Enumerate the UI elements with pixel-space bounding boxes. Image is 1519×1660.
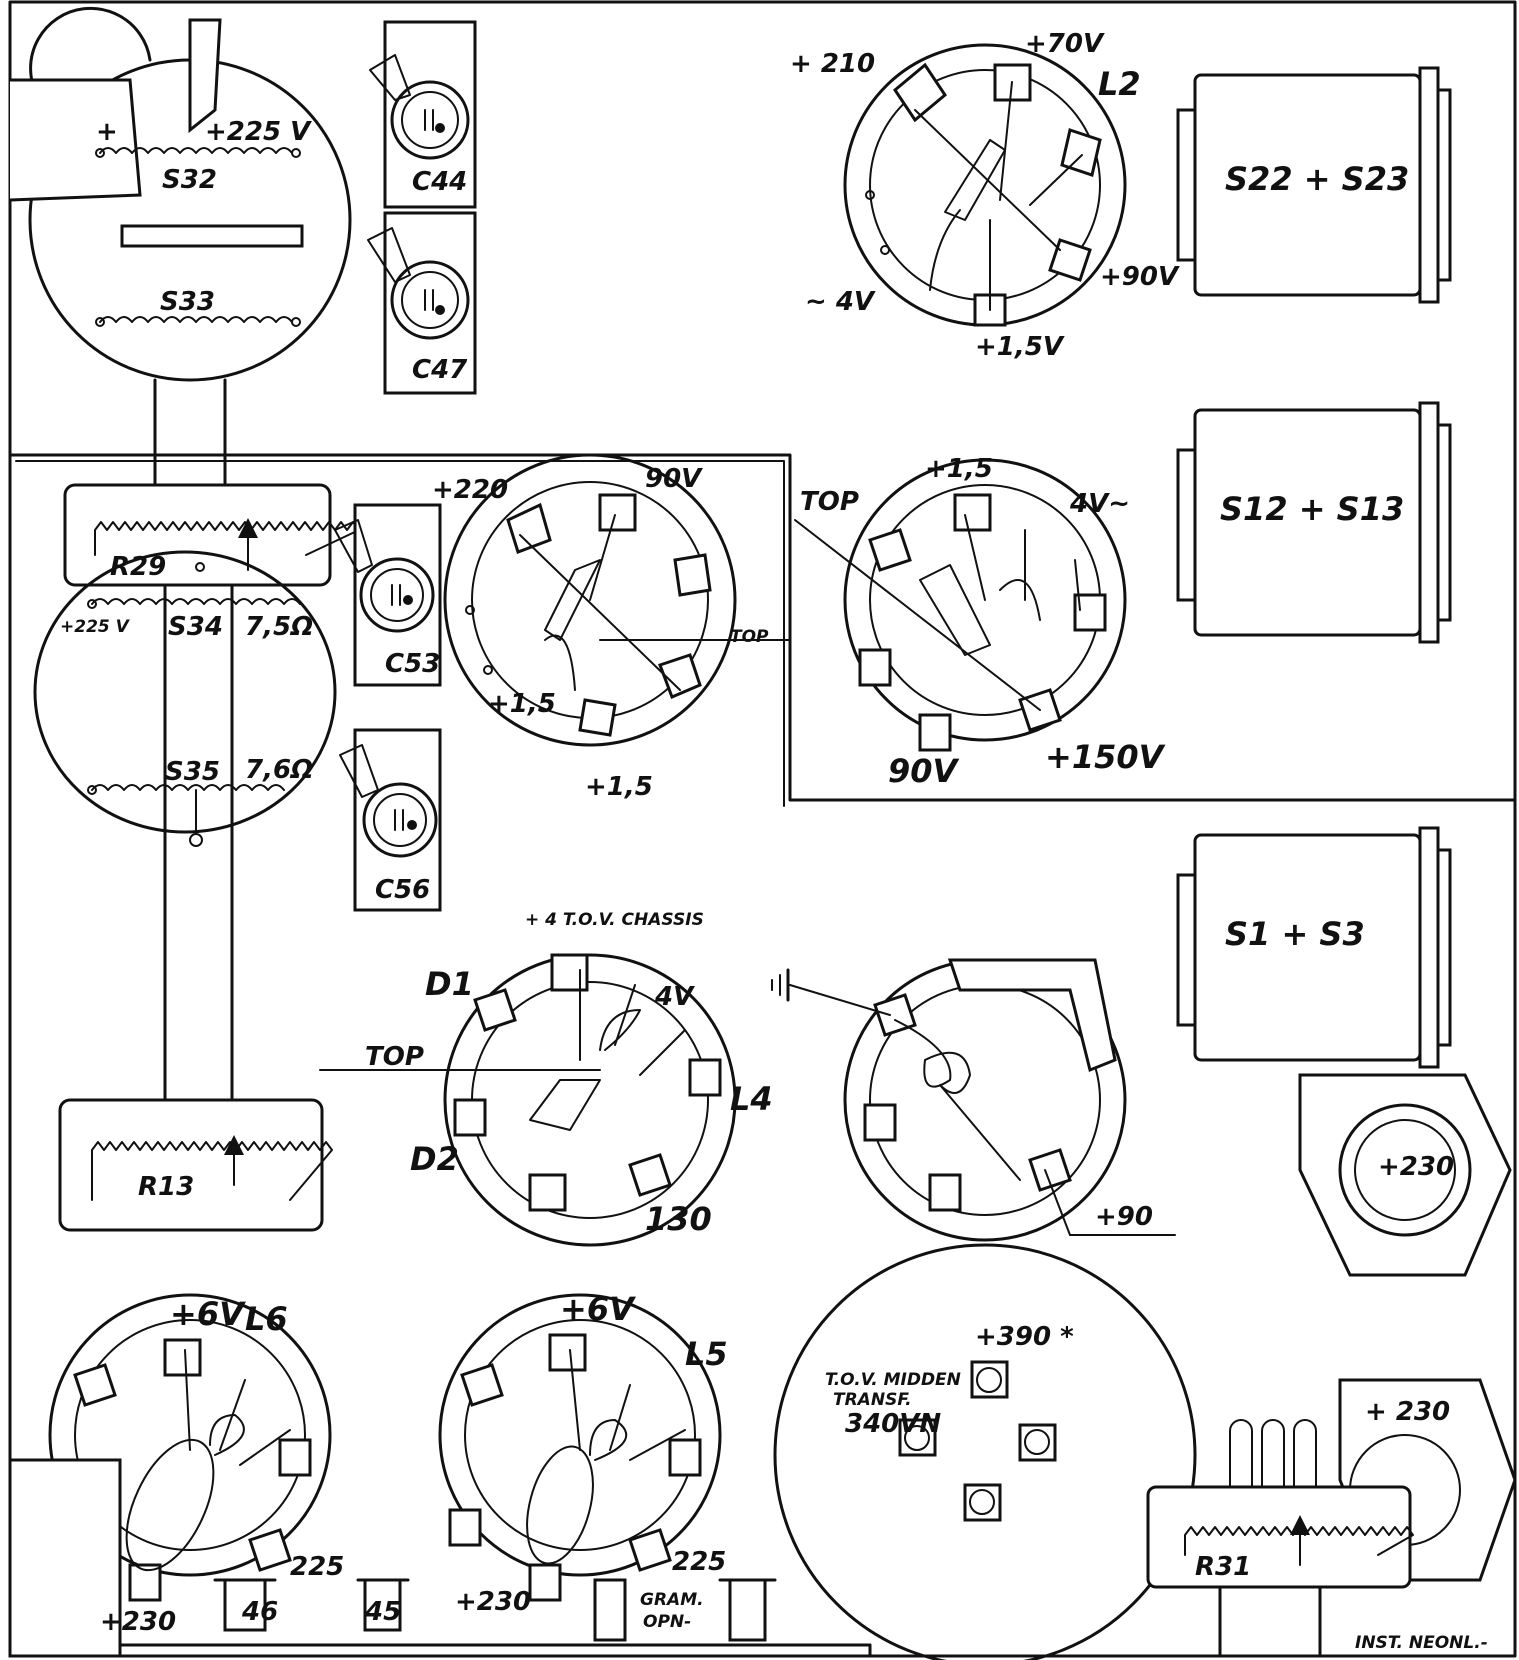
c56-label: C56 — [375, 875, 430, 905]
c53-label: C53 — [385, 649, 440, 679]
potentiometer-r13: R13 — [58, 1098, 333, 1232]
v230-l5-label: +230 — [455, 1587, 531, 1617]
top-mid-label: TOP — [730, 627, 769, 647]
mains-transformer: T.O.V. MIDDEN TRANSF. 340VN +390 * — [773, 1243, 1197, 1660]
top-l4-label: TOP — [365, 1042, 424, 1072]
chassis-label: + 4 T.O.V. CHASSIS — [525, 910, 704, 930]
hex-neon-assembly: + 230 R31 INST. NEONL.- — [1146, 1378, 1517, 1658]
s1-s3-label: S1 + S3 — [1225, 915, 1365, 953]
c47-label: C47 — [412, 355, 468, 385]
connector-46: 46 — [213, 1578, 278, 1632]
tube-socket-l5: +6V L5 225 +230 GRAM. OPN- — [438, 1290, 728, 1632]
v6-l5-label: +6V — [560, 1290, 636, 1328]
v230-l6-label: +230 — [100, 1607, 176, 1637]
v390-label: +390 * — [975, 1322, 1074, 1352]
capacitor-c44: C44 — [369, 20, 477, 209]
v15-right-top-label: +1,5 — [925, 454, 993, 484]
tube-socket-l2: + 210 +70V L2 +90V ~ 4V +1,5V — [790, 29, 1180, 362]
v130-label: 130 — [645, 1200, 712, 1238]
top-right-label: TOP — [800, 487, 859, 517]
capacitor-c56: C56 — [339, 728, 442, 912]
label-45: 45 — [364, 1597, 401, 1627]
opn-label: OPN- — [643, 1612, 691, 1632]
v15-l2-label: +1,5V — [975, 332, 1065, 362]
s34-label: S34 — [168, 612, 223, 642]
v4-l4-label: 4V — [654, 982, 695, 1012]
v4-l2-label: ~ 4V — [805, 287, 876, 317]
v4-right-label: 4V~ — [1069, 489, 1130, 519]
s22-s23-label: S22 + S23 — [1225, 160, 1409, 198]
v90-right-label: 90V — [888, 752, 960, 790]
gram-label: GRAM. — [640, 1590, 704, 1610]
transformer-s32-s33: + S32 +225 V S33 — [9, 6, 352, 492]
s33-label: S33 — [160, 287, 215, 317]
transf-line2-label: TRANSF. — [833, 1390, 912, 1410]
transformer-s34-s35: +225 V S34 7,5Ω S35 7,6Ω — [33, 550, 337, 1112]
bottom-strip — [118, 1578, 872, 1658]
v230-hex-label: +230 — [1378, 1152, 1454, 1182]
s32-label: S32 — [162, 165, 217, 195]
v90-l2-label: +90V — [1100, 262, 1180, 292]
label-46: 46 — [241, 1597, 278, 1627]
v15-mid2-label: +1,5 — [585, 772, 653, 802]
v90-mid-label: 90V — [645, 464, 703, 494]
capacitor-c47: C47 — [367, 211, 477, 395]
d2-label: D2 — [410, 1140, 459, 1178]
v225-top-label: +225 V — [205, 117, 312, 147]
l2-label: L2 — [1098, 65, 1141, 103]
v90-pilot-label: +90 — [1095, 1202, 1153, 1232]
v220-label: +220 — [432, 475, 508, 505]
tube-socket-l6: +6V L6 225 +230 — [8, 1293, 344, 1658]
v150-right-label: +150V — [1045, 738, 1166, 776]
hex-capacitor-230: +230 — [1298, 1073, 1512, 1277]
v70-label: +70V — [1025, 29, 1105, 59]
can-s1-s3: S1 + S3 — [1176, 826, 1452, 1069]
chassis-frame — [8, 0, 1517, 1658]
v210-label: + 210 — [790, 49, 875, 79]
transf-line1-label: T.O.V. MIDDEN — [825, 1370, 961, 1390]
v15-mid-label: +1,5 — [488, 689, 556, 719]
r13-label: R13 — [138, 1172, 194, 1202]
v6-l6-label: +6V — [170, 1295, 246, 1333]
tube-socket-right: +1,5 TOP 4V~ 90V +150V — [794, 454, 1166, 790]
ohm76-label: 7,6Ω — [245, 755, 313, 785]
can-s22-s23: S22 + S23 — [1176, 66, 1452, 304]
c44-label: C44 — [412, 167, 467, 197]
connector-45: 45 — [356, 1578, 410, 1632]
v225-l5-label: 225 — [672, 1547, 726, 1577]
tube-socket-middle: +220 90V TOP +1,5 +1,5 — [432, 453, 791, 802]
ohm75-label: 7,5Ω — [245, 612, 313, 642]
capacitor-c53: C53 — [334, 503, 442, 687]
r31-label: R31 — [1195, 1552, 1251, 1582]
l4-label: L4 — [730, 1080, 773, 1118]
plus-terminal-label: + — [96, 117, 118, 147]
d1-label: D1 — [425, 965, 474, 1003]
can-s12-s13: S12 + S13 — [1176, 401, 1452, 644]
v230-br-label: + 230 — [1365, 1397, 1450, 1427]
s12-s13-label: S12 + S13 — [1220, 490, 1404, 528]
l5-label: L5 — [685, 1335, 728, 1373]
pilot-socket: +90 — [771, 958, 1176, 1242]
l6-label: L6 — [245, 1300, 288, 1338]
v225-l6-label: 225 — [290, 1552, 344, 1582]
tube-socket-l4: + 4 T.O.V. CHASSIS D1 D2 L4 TOP 4V 130 — [319, 910, 773, 1247]
v225-mid-label: +225 V — [60, 617, 131, 637]
s35-label: S35 — [165, 757, 220, 787]
transf-line3-label: 340VN — [845, 1409, 941, 1439]
neon-label: INST. NEONL.- — [1355, 1633, 1488, 1653]
